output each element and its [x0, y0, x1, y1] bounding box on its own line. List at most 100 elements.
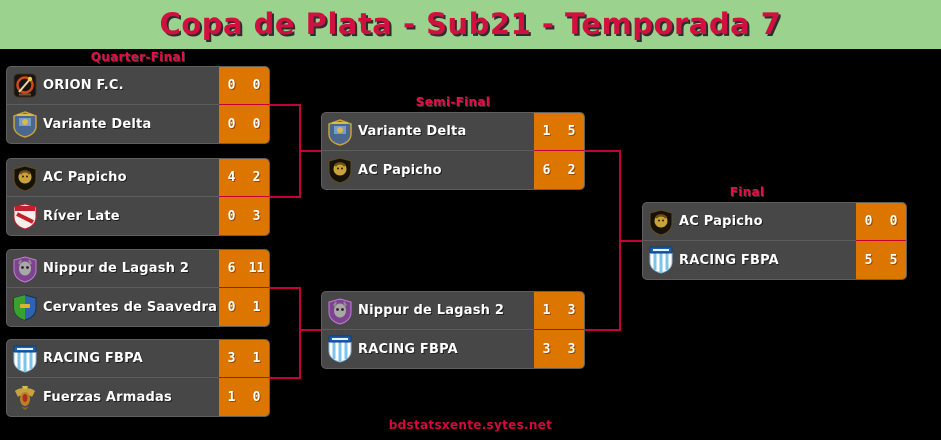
team-name: Cervantes de Saavedra [43, 299, 218, 315]
score-leg2: 1 [252, 299, 261, 315]
score-leg1: 0 [227, 116, 236, 132]
score-box: 0 0 [219, 67, 269, 105]
team-name: AC Papicho [679, 214, 763, 229]
connector-line [299, 104, 301, 198]
ac-papicho-logo [322, 156, 358, 184]
round-label-quarter-final: Quarter-Final [90, 50, 186, 64]
score-leg2: 2 [567, 162, 576, 178]
round-label-semi-final: Semi-Final [415, 95, 491, 109]
connector-line [301, 329, 321, 331]
score-box: 1 0 [219, 378, 269, 416]
score-leg2: 1 [252, 351, 261, 366]
score-leg1: 4 [227, 170, 236, 185]
cervantes-de-saavedra-logo [7, 293, 43, 321]
match-final: AC Papicho 0 0 RACING FBPA 5 5 [642, 202, 907, 280]
score-leg2: 0 [252, 389, 261, 405]
team-row: Variante Delta 0 0 [7, 105, 269, 143]
score-leg1: 3 [542, 341, 551, 357]
connector-line [299, 287, 301, 379]
racing-fbpa-logo [322, 335, 358, 363]
team-row: RACING FBPA 3 3 [322, 330, 584, 368]
team-name: Variante Delta [358, 124, 467, 139]
score-box: 0 0 [219, 105, 269, 143]
team-name: AC Papicho [43, 170, 127, 185]
team-row: RACING FBPA 3 1 [7, 340, 269, 378]
score-leg1: 6 [227, 261, 236, 276]
team-row: Cervantes de Saavedra 0 1 [7, 288, 269, 326]
match-quarter-final-4: RACING FBPA 3 1 Fuerzas Armadas 1 0 [6, 339, 270, 417]
score-leg2: 11 [248, 261, 265, 276]
racing-fbpa-logo [643, 246, 679, 274]
match-semi-final-1: Variante Delta 1 5 AC Papicho 6 2 [321, 112, 585, 190]
score-leg1: 0 [864, 214, 873, 229]
score-leg1: 1 [227, 389, 236, 405]
connector-line [270, 104, 301, 106]
team-name: Ríver Late [43, 208, 120, 224]
match-quarter-final-2: AC Papicho 4 2 Ríver Late 0 3 [6, 158, 270, 236]
orion-fc-logo [7, 72, 43, 100]
ac-papicho-logo [7, 164, 43, 192]
team-row: RACING FBPA 5 5 [643, 241, 906, 279]
score-leg1: 3 [227, 351, 236, 366]
connector-line [270, 287, 301, 289]
team-row: ORION F.C. 0 0 [7, 67, 269, 105]
team-row: AC Papicho 0 0 [643, 203, 906, 241]
score-box: 4 2 [219, 159, 269, 197]
connector-line [585, 329, 621, 331]
score-box: 0 1 [219, 288, 269, 326]
team-name: AC Papicho [358, 162, 442, 178]
racing-fbpa-logo [7, 345, 43, 373]
score-leg1: 6 [542, 162, 551, 178]
score-leg2: 5 [567, 124, 576, 139]
connector-line [270, 196, 301, 198]
connector-line [270, 377, 301, 379]
team-row: Fuerzas Armadas 1 0 [7, 378, 269, 416]
score-box: 0 0 [856, 203, 906, 241]
team-row: Ríver Late 0 3 [7, 197, 269, 235]
team-row: AC Papicho 4 2 [7, 159, 269, 197]
match-semi-final-2: Nippur de Lagash 2 1 3 RACING FBPA 3 3 [321, 291, 585, 369]
score-box: 3 3 [534, 330, 584, 368]
score-leg2: 2 [252, 170, 261, 185]
ac-papicho-logo [643, 208, 679, 236]
team-row: Nippur de Lagash 2 6 11 [7, 250, 269, 288]
team-row: AC Papicho 6 2 [322, 151, 584, 189]
footer-url: bdstatsxente.sytes.net [388, 418, 553, 432]
score-leg1: 5 [864, 252, 873, 268]
score-leg2: 0 [889, 214, 898, 229]
team-name: RACING FBPA [43, 351, 143, 366]
score-box: 0 3 [219, 197, 269, 235]
nippur-de-lagash-logo [7, 255, 43, 283]
match-quarter-final-3: Nippur de Lagash 2 6 11 Cervantes de Saa… [6, 249, 270, 327]
fuerzas-armadas-logo [7, 383, 43, 411]
variante-delta-logo [322, 118, 358, 146]
score-box: 3 1 [219, 340, 269, 378]
score-leg1: 0 [227, 78, 236, 93]
score-leg1: 1 [542, 303, 551, 318]
river-late-logo [7, 202, 43, 230]
nippur-de-lagash-logo [322, 297, 358, 325]
variante-delta-logo [7, 110, 43, 138]
team-name: Variante Delta [43, 116, 152, 132]
team-name: RACING FBPA [358, 341, 458, 357]
score-leg1: 0 [227, 208, 236, 224]
title-bar: Copa de Plata - Sub21 - Temporada 7 [0, 0, 941, 49]
connector-line [301, 150, 321, 152]
connector-line [619, 150, 621, 331]
team-name: RACING FBPA [679, 252, 779, 268]
score-box: 1 3 [534, 292, 584, 330]
score-leg2: 0 [252, 78, 261, 93]
score-leg2: 5 [889, 252, 898, 268]
connector-line [621, 240, 642, 242]
score-leg2: 3 [567, 303, 576, 318]
score-leg2: 0 [252, 116, 261, 132]
team-row: Variante Delta 1 5 [322, 113, 584, 151]
score-box: 6 2 [534, 151, 584, 189]
team-name: Fuerzas Armadas [43, 389, 172, 405]
team-name: Nippur de Lagash 2 [43, 261, 190, 276]
tournament-title: Copa de Plata - Sub21 - Temporada 7 [159, 7, 782, 41]
score-box: 6 11 [219, 250, 269, 288]
score-leg1: 1 [542, 124, 551, 139]
team-row: Nippur de Lagash 2 1 3 [322, 292, 584, 330]
